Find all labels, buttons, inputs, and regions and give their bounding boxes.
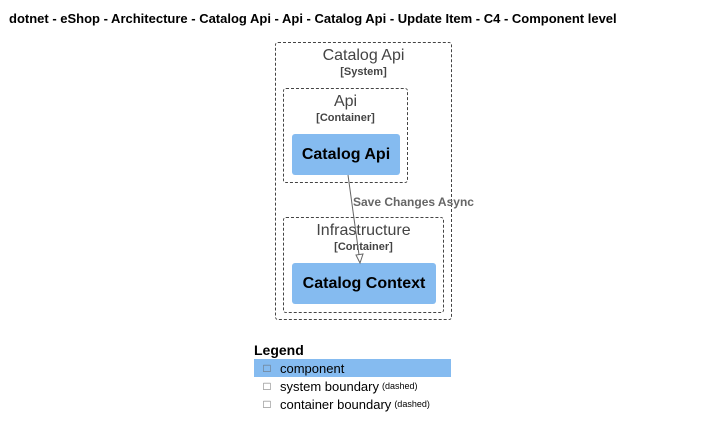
container-boundary-api: Api [Container] bbox=[283, 88, 408, 183]
legend-title: Legend bbox=[254, 342, 304, 358]
component-catalog-context[interactable]: Catalog Context bbox=[292, 263, 436, 304]
api-container-type: [Container] bbox=[316, 112, 375, 124]
container-boundary-infrastructure: Infrastructure [Container] bbox=[283, 217, 444, 313]
legend-item-container-boundary: □ container boundary (dashed) bbox=[254, 395, 451, 413]
api-container-name: Api bbox=[333, 93, 358, 110]
system-boundary-type: [System] bbox=[340, 66, 387, 78]
component-catalog-api[interactable]: Catalog Api bbox=[292, 134, 400, 175]
legend-item-label: component bbox=[280, 360, 345, 376]
diagram-title: dotnet - eShop - Architecture - Catalog … bbox=[9, 11, 617, 26]
relationship-label: Save Changes Async bbox=[353, 195, 474, 209]
square-icon: □ bbox=[263, 397, 271, 411]
infra-container-name: Infrastructure bbox=[316, 222, 411, 239]
infra-container-type: [Container] bbox=[334, 241, 393, 253]
square-icon: □ bbox=[263, 361, 271, 375]
legend-item-label: system boundary bbox=[280, 378, 379, 394]
system-boundary-catalog-api: Catalog Api [System] bbox=[275, 42, 452, 320]
legend-item-component: □ component bbox=[254, 359, 451, 377]
system-boundary-name: Catalog Api bbox=[322, 47, 405, 64]
legend-item-system-boundary: □ system boundary (dashed) bbox=[254, 377, 451, 395]
legend-item-label: container boundary bbox=[280, 396, 392, 412]
square-icon: □ bbox=[263, 379, 271, 393]
legend-item-note: (dashed) bbox=[382, 381, 418, 391]
legend-item-note: (dashed) bbox=[394, 399, 430, 409]
legend: Legend □ component □ system boundary (da… bbox=[254, 342, 451, 413]
